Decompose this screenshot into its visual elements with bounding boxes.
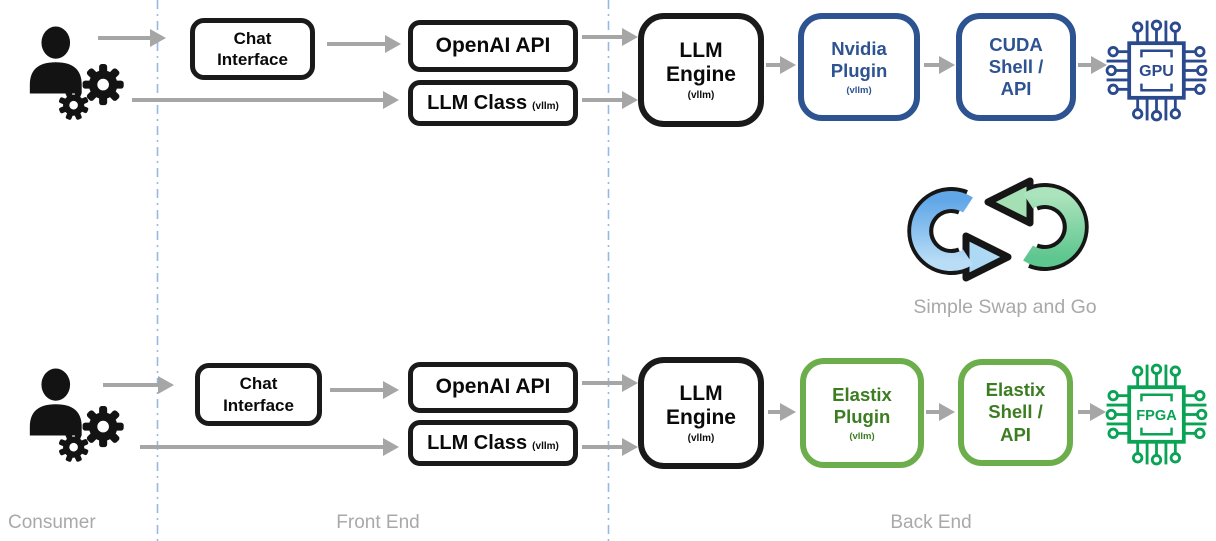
shell-label: CUDA: [989, 33, 1043, 55]
shell-label: Elastix: [985, 379, 1046, 401]
fpga-chip-icon: FPGA: [1100, 358, 1213, 471]
llm-class-label: LLM Class: [427, 431, 528, 454]
arrow-llmclass-to-engine-top: [582, 91, 638, 109]
arrow-openai-to-engine-top: [582, 28, 638, 46]
elastix-plugin-node: Elastix Plugin (vllm): [800, 358, 924, 468]
arrow-user-to-llmclass-top: [132, 91, 399, 109]
shell-label: API: [1000, 78, 1032, 100]
llm-class-sub: (vllm): [532, 440, 559, 452]
plugin-label: Plugin: [830, 60, 888, 81]
chat-interface-label: Chat: [233, 28, 272, 48]
llm-class-node-bottom: LLM Class (vllm): [408, 420, 578, 466]
arrow-engine-to-plugin-bottom: [768, 403, 796, 421]
openai-api-label: OpenAI API: [435, 375, 551, 399]
arrow-shell-to-fpga: [1078, 403, 1106, 421]
chat-interface-label: Chat: [239, 374, 278, 394]
arrow-user-to-chat-top: [98, 29, 166, 47]
arrow-chat-to-openai-bottom: [330, 381, 399, 399]
gpu-chip-label: GPU: [1139, 63, 1174, 80]
openai-api-node-top: OpenAI API: [408, 20, 578, 72]
llm-class-sub: (vllm): [532, 100, 559, 112]
arrow-chat-to-openai-top: [327, 35, 401, 53]
fpga-chip-label: FPGA: [1136, 408, 1177, 424]
plugin-sub: (vllm): [849, 431, 875, 443]
swap-icon: [907, 177, 1089, 282]
zone-label-consumer: Consumer: [8, 512, 96, 533]
nvidia-plugin-node: Nvidia Plugin (vllm): [798, 13, 920, 121]
llm-engine-label: LLM: [679, 381, 723, 405]
chat-interface-node-top: Chat Interface: [190, 18, 315, 80]
llm-engine-sub: (vllm): [687, 90, 715, 102]
swap-caption: Simple Swap and Go: [913, 296, 1097, 318]
plugin-label: Elastix: [832, 383, 892, 405]
llm-engine-node-bottom: LLM Engine (vllm): [638, 357, 764, 469]
elastix-shell-api-node: Elastix Shell / API: [958, 359, 1073, 466]
llm-engine-label: Engine: [665, 63, 736, 86]
openai-api-label: OpenAI API: [435, 33, 551, 57]
arrow-plugin-to-shell-top: [924, 56, 955, 74]
llm-engine-node-top: LLM Engine (vllm): [638, 13, 764, 127]
cuda-shell-api-node: CUDA Shell / API: [956, 13, 1076, 121]
llm-engine-sub: (vllm): [687, 433, 715, 445]
plugin-label: Nvidia: [831, 37, 887, 59]
llm-engine-label: Engine: [665, 406, 736, 429]
shell-label: Shell /: [988, 55, 1044, 77]
arrow-shell-to-gpu: [1078, 56, 1107, 74]
chat-interface-label: Interface: [223, 395, 294, 415]
chat-interface-node-bottom: Chat Interface: [195, 363, 322, 426]
openai-api-node-bottom: OpenAI API: [408, 362, 578, 413]
llm-engine-label: LLM: [679, 38, 723, 62]
arrow-openai-to-engine-bottom: [582, 374, 638, 392]
gpu-chip-icon: GPU: [1100, 14, 1213, 127]
shell-label: API: [1000, 423, 1031, 445]
arrow-user-to-chat-bottom: [103, 376, 174, 394]
llm-class-node-top: LLM Class (vllm): [408, 80, 578, 126]
arrow-plugin-to-shell-bottom: [926, 403, 955, 421]
arrow-engine-to-plugin-top: [766, 56, 796, 74]
arrow-llmclass-to-engine-bottom: [582, 438, 638, 456]
zone-label-front-end: Front End: [336, 512, 420, 533]
plugin-sub: (vllm): [846, 85, 872, 97]
plugin-label: Plugin: [833, 406, 891, 427]
user-gears-icon-bottom: [20, 362, 138, 468]
zone-label-back-end: Back End: [890, 512, 972, 533]
shell-label: Shell /: [988, 401, 1043, 423]
chat-interface-label: Interface: [217, 50, 288, 69]
arrow-user-to-llmclass-bottom: [140, 438, 399, 456]
llm-class-label: LLM Class: [427, 91, 528, 114]
